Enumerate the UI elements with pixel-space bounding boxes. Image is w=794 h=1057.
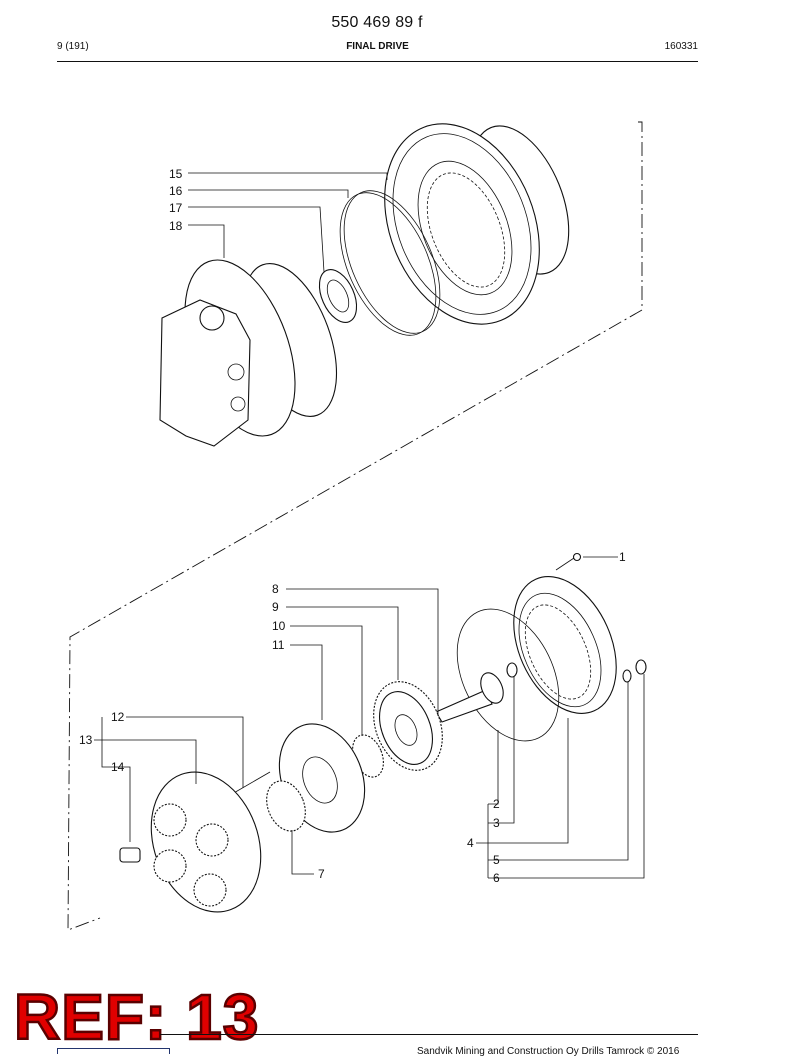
callout-16: 16 (169, 184, 183, 198)
assembly-boundary-line (67, 121, 643, 931)
reference-stamp: REF: 13 (13, 981, 260, 1054)
leader-13 (94, 739, 197, 784)
callout-8: 8 (272, 582, 279, 596)
callout-3: 3 (493, 816, 500, 830)
callout-13: 13 (79, 733, 93, 747)
leader-3 (488, 676, 515, 824)
callout-10: 10 (272, 619, 286, 633)
callout-5: 5 (493, 853, 500, 867)
callout-11: 11 (272, 638, 285, 652)
callout-17: 17 (169, 201, 183, 215)
part-screw (555, 552, 582, 571)
sandvik-logo (57, 1048, 170, 1054)
leader-11 (290, 644, 323, 720)
part-ring-gear (513, 576, 617, 714)
leader-16 (188, 189, 349, 198)
leader-17 (188, 206, 325, 273)
date-code: 160331 (664, 41, 698, 52)
callout-4: 4 (467, 836, 474, 850)
part-seal-ring-large (339, 190, 441, 336)
callout-6: 6 (493, 871, 500, 885)
leader-8 (286, 588, 439, 716)
part-shaft (435, 672, 504, 723)
leader-18 (188, 224, 225, 258)
callout-2: 2 (493, 797, 500, 811)
part-planet-carrier (150, 771, 262, 913)
header-divider (57, 61, 698, 62)
callout-18: 18 (169, 219, 183, 233)
page-reference: 9 (191) (57, 41, 89, 52)
part-pin (119, 847, 141, 863)
document-number: 550 469 89 f (331, 14, 423, 31)
leader-7 (291, 830, 314, 875)
leader-6 (488, 674, 645, 879)
leader-9 (286, 606, 399, 680)
copyright-notice: Sandvik Mining and Construction Oy Drill… (417, 1046, 680, 1057)
leader-2 (488, 730, 499, 805)
callout-12: 12 (111, 710, 125, 724)
footer-divider (160, 1034, 698, 1035)
leader-14 (101, 717, 131, 842)
callout-9: 9 (272, 600, 279, 614)
leader-5 (488, 682, 629, 861)
part-housing (384, 123, 570, 325)
callout-14: 14 (111, 760, 125, 774)
leader-12 (126, 716, 244, 788)
callout-1: 1 (619, 550, 626, 564)
section-title: FINAL DRIVE (346, 41, 409, 52)
leader-4 (476, 718, 569, 844)
part-washer (506, 662, 518, 678)
part-planet-carrier-upper (373, 681, 443, 771)
part-seal-small (318, 269, 358, 323)
callout-7: 7 (318, 867, 325, 881)
part-hydraulic-motor (159, 259, 338, 447)
part-sun-gear (266, 780, 306, 832)
callout-15: 15 (169, 167, 183, 181)
part-bolt (231, 771, 271, 795)
leader-10 (290, 625, 363, 736)
page-header: 9 (191) FINAL DRIVE 160331 (57, 41, 698, 55)
part-o-ring (456, 608, 560, 742)
part-small-rings (622, 659, 647, 683)
leader-15 (188, 172, 388, 180)
